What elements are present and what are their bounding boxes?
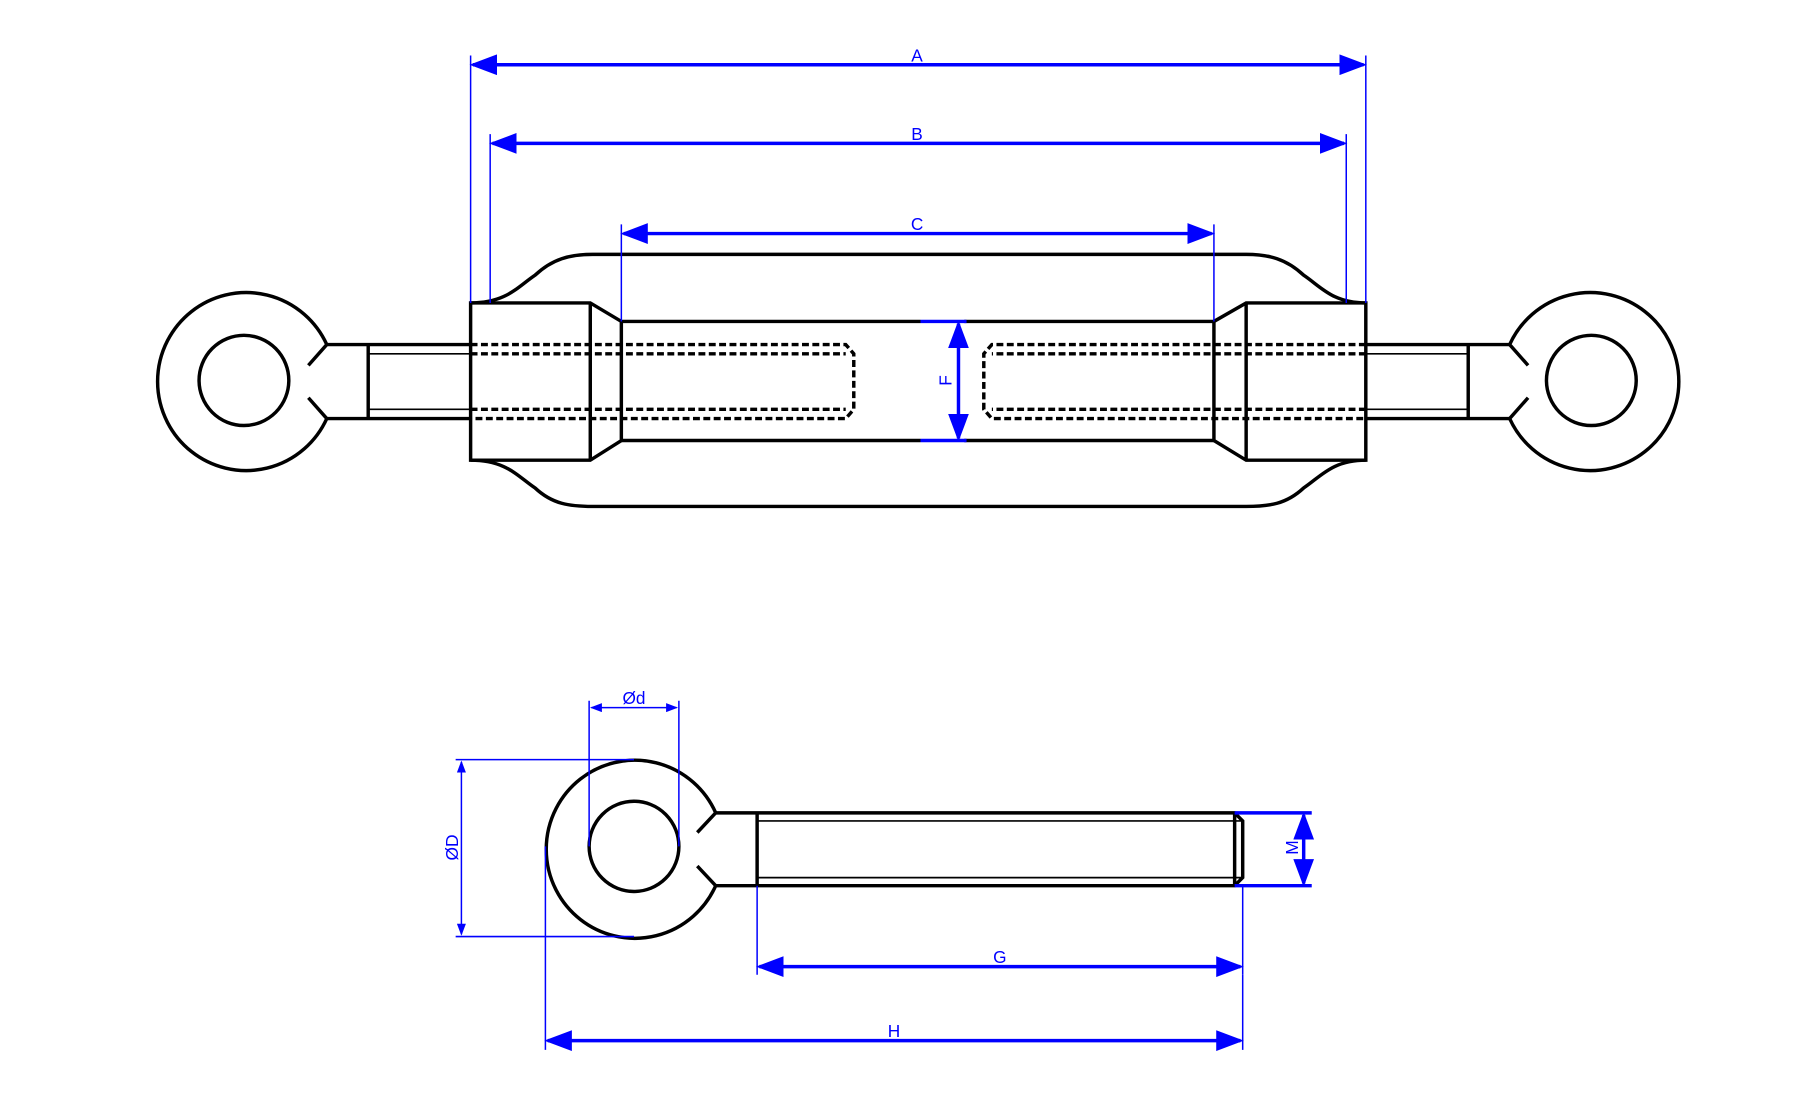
- eye-bolt-shank: [715, 811, 1245, 888]
- eye-bolt-hole: [587, 799, 681, 894]
- dimension-C: C: [620, 214, 1216, 322]
- eye-bolt-thread: [757, 820, 1243, 879]
- dimension-A: A: [469, 45, 1367, 303]
- dimension-label-d: Ød: [622, 688, 645, 708]
- dimension-label-B: B: [911, 124, 923, 144]
- dimension-label-M: M: [1282, 840, 1302, 854]
- dimension-D: ØD: [442, 758, 635, 938]
- right-boss: [1212, 301, 1368, 462]
- left-thread-hidden: [470, 342, 856, 421]
- dimension-B: B: [489, 124, 1348, 303]
- right-rod: [1365, 342, 1510, 421]
- left-rod: [326, 342, 471, 421]
- right-eye-hole: [1544, 333, 1638, 428]
- eye-bolt-eye: [544, 758, 718, 941]
- dimension-G: G: [755, 885, 1244, 978]
- dimension-label-C: C: [911, 214, 923, 234]
- dimension-label-G: G: [993, 947, 1006, 967]
- dimension-d: Ød: [588, 688, 680, 847]
- turnbuckle-assembly: [155, 252, 1681, 509]
- frame-outline: [470, 252, 1366, 509]
- dimension-H: H: [544, 846, 1244, 1052]
- dimension-label-D: ØD: [442, 835, 462, 861]
- left-eye: [155, 290, 329, 473]
- left-boss: [468, 301, 624, 462]
- right-eye: [1508, 290, 1681, 473]
- dimension-label-A: A: [911, 45, 923, 65]
- center-body: [621, 319, 1214, 443]
- dimension-F: F: [920, 319, 969, 443]
- dimension-label-F: F: [936, 375, 956, 386]
- dimension-M: M: [1234, 811, 1315, 888]
- left-eye-hole: [197, 333, 291, 428]
- right-thread-hidden: [982, 342, 1366, 421]
- eye-bolt: [544, 758, 1245, 941]
- dimension-label-H: H: [888, 1021, 900, 1041]
